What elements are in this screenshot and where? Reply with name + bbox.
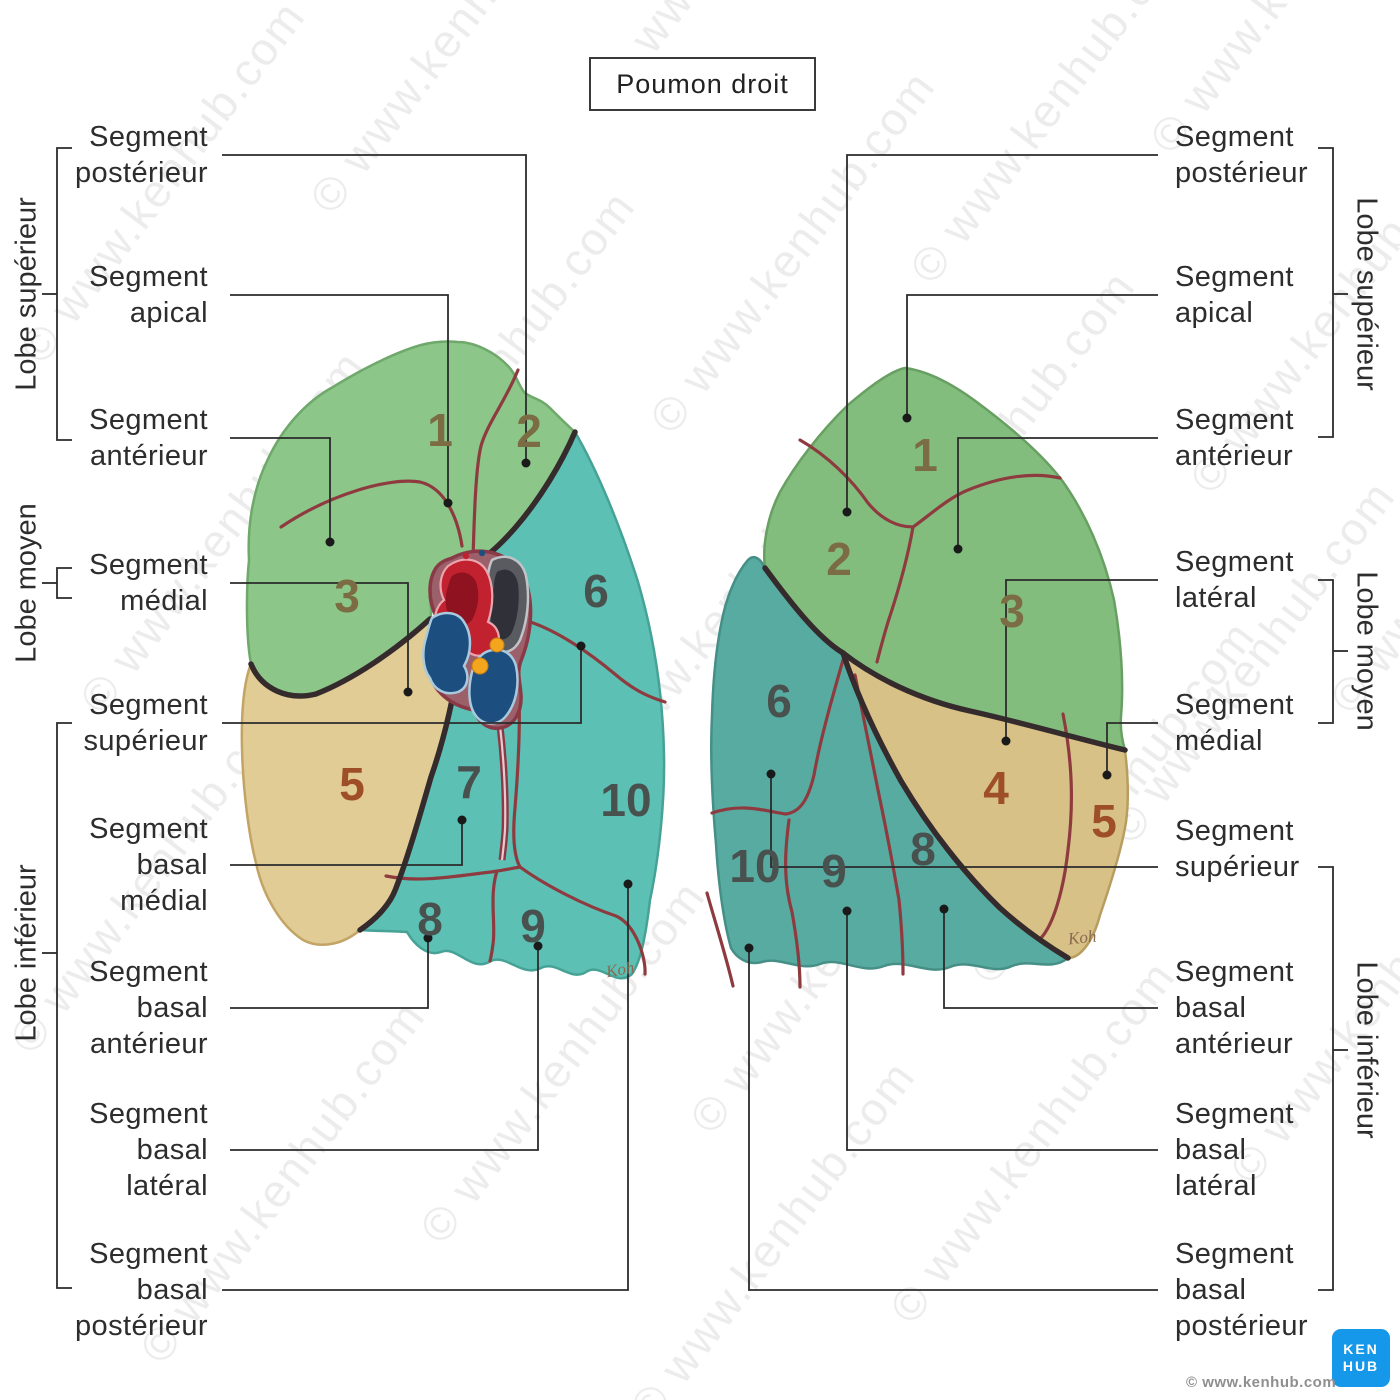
segment-number-3-lateral: 3 [999,585,1025,637]
label-segment-medial-left: Segment médial [89,549,208,617]
segment-boundary-lines [705,438,1074,989]
lymph-node [471,657,489,675]
label-segment-lateral-right: Segment latéral [1175,546,1294,614]
segment-number-9-medial: 9 [520,900,546,952]
label-segment-basal-medial-left: Segment basal médial [89,813,208,917]
medial-view-lung [240,340,667,980]
label-segment-apical-left: Segment apical [89,261,208,329]
segment-number-4-lateral: 4 [983,762,1009,814]
label-segment-superieur-left: Segment supérieur [83,689,208,757]
label-segment-apical-right: Segment apical [1175,261,1294,329]
kenhub-logo-line2: HUB [1342,1358,1380,1374]
segment-boundary-lines [279,368,667,976]
segment-number-10-lateral: 10 [729,840,781,892]
leader-lines [222,154,1158,1291]
label-segment-anterieur-left: Segment antérieur [89,404,208,472]
segment-number-6-lateral: 6 [766,675,792,727]
artist-signature: Koh [1067,926,1098,949]
segment-number-5-medial: 5 [339,758,365,810]
segment-number-8-medial: 8 [417,893,443,945]
label-segment-medial-right: Segment médial [1175,689,1294,757]
label-lobe-inferieur-left: Lobe inférieur [10,864,43,1042]
copyright-text: © www.kenhub.com [1186,1374,1337,1391]
segment-number-6-medial: 6 [583,565,609,617]
segment-number-9-lateral: 9 [821,845,847,897]
lymph-node [489,637,505,653]
label-lobe-inferieur-right: Lobe inférieur [1350,961,1383,1139]
superior-lobe-shape [245,340,577,698]
lung-hilum [422,549,533,861]
segment-number-2-medial: 2 [516,405,542,457]
segment-number-2-lateral: 2 [826,533,852,585]
label-segment-basal-posterieur-right: Segment basal postérieur [1175,1238,1308,1342]
segment-number-1-lateral: 1 [912,429,938,481]
artery-lumen [445,572,479,626]
kenhub-logo-line1: KEN [1343,1341,1379,1357]
bronchus-lumen [490,569,519,640]
label-segment-basal-anterieur-left: Segment basal antérieur [89,956,208,1060]
label-segment-posterieur-left: Segment postérieur [75,121,208,189]
label-segment-basal-posterieur-left: Segment basal postérieur [75,1238,208,1342]
label-segment-anterieur-right: Segment antérieur [1175,404,1294,472]
kenhub-logo[interactable]: KEN HUB [1332,1329,1390,1387]
label-segment-basal-lateral-right: Segment basal latéral [1175,1098,1294,1202]
page-title: Poumon droit [589,57,816,111]
segment-number-1-medial: 1 [427,404,453,456]
label-lobe-superieur-right: Lobe supérieur [1350,197,1383,391]
label-lobe-moyen-right: Lobe moyen [1350,571,1383,731]
segment-number-7-medial: 7 [456,756,482,808]
label-segment-basal-anterieur-right: Segment basal antérieur [1175,956,1294,1060]
segment-number-3-medial: 3 [334,570,360,622]
pulmonary-vein-upper [422,611,472,695]
label-segment-superieur-right: Segment supérieur [1175,815,1300,883]
lobe-brackets [42,147,1348,1291]
segment-number-10-medial: 10 [600,774,652,826]
leader-dots [325,413,1112,953]
label-segment-basal-lateral-left: Segment basal latéral [89,1098,208,1202]
segment-number-8-lateral: 8 [910,823,936,875]
lobar-fissure-lines [762,565,1128,961]
label-lobe-superieur-left: Lobe supérieur [10,197,43,391]
label-lobe-moyen-left: Lobe moyen [10,503,43,663]
segment-number-5-lateral: 5 [1091,795,1117,847]
label-segment-posterieur-right: Segment postérieur [1175,121,1308,189]
